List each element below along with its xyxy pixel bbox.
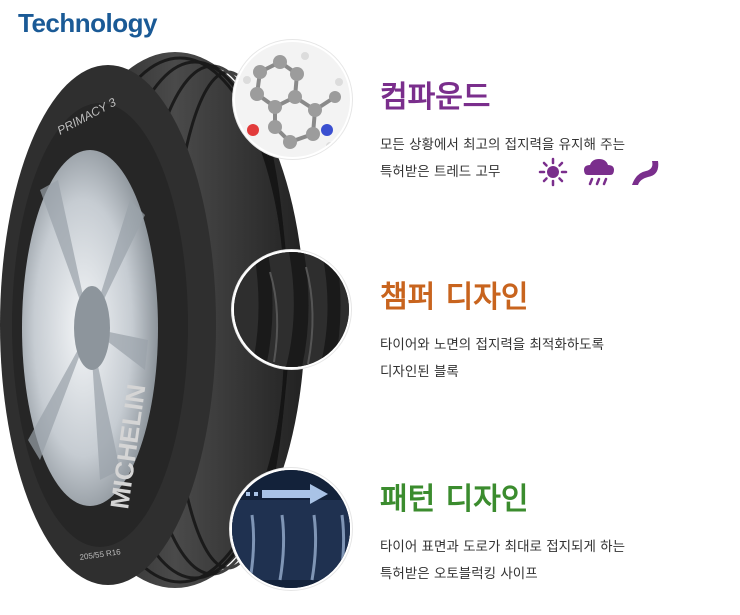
compound-molecule-image xyxy=(233,40,352,159)
pattern-siping-image xyxy=(230,468,352,590)
feature-desc-line2: 디자인된 블록 xyxy=(380,364,459,380)
feature-desc-line1: 타이어 표면과 도로가 최대로 접지되게 하는 xyxy=(380,539,626,555)
feature-title-pattern: 패턴 디자인 xyxy=(380,482,529,517)
tire-image: PRIMACY 3 MICHELIN 205/55 R16 xyxy=(0,52,305,588)
sun-icon xyxy=(538,157,568,187)
curve-road-icon xyxy=(632,161,659,185)
feature-desc-line1: 모든 상황에서 최고의 접지력을 유지해 주는 xyxy=(380,137,626,153)
feature-compound: 컴파운드 모든 상황에서 최고의 접지력을 유지해 주는 특허받은 트레드 고무 xyxy=(380,72,625,186)
condition-icons xyxy=(538,157,660,187)
feature-title-compound: 컴파운드 xyxy=(380,80,491,115)
feature-chamfer: 챔퍼 디자인 타이어와 노면의 접지력을 최적화하도록 디자인된 블록 xyxy=(380,272,604,386)
feature-title-chamfer: 챔퍼 디자인 xyxy=(380,280,529,315)
feature-desc-line2: 특허받은 트레드 고무 xyxy=(380,164,501,180)
feature-desc-line1: 타이어와 노면의 접지력을 최적화하도록 xyxy=(380,337,605,353)
page-title: Technology xyxy=(18,8,157,38)
chamfer-tread-image xyxy=(232,250,351,369)
rain-cloud-icon xyxy=(584,159,614,186)
feature-pattern: 패턴 디자인 타이어 표면과 도로가 최대로 접지되게 하는 특허받은 오토블럭… xyxy=(380,474,625,588)
feature-desc-line2: 특허받은 오토블럭킹 사이프 xyxy=(380,566,538,582)
